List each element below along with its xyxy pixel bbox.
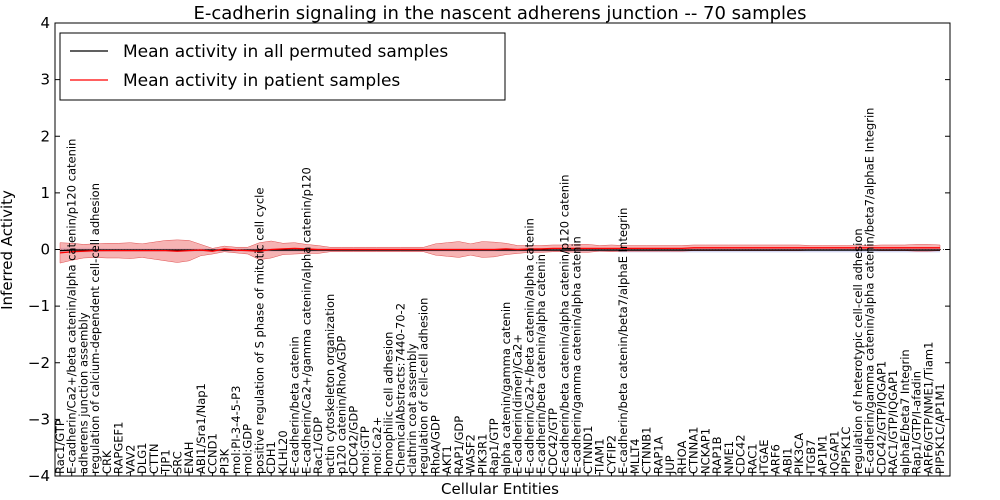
y-axis: −4 −3 −2 −1 0 1 2 3 4 xyxy=(28,14,950,485)
x-category-label: MLLT4 xyxy=(628,439,642,475)
x-category-label: E-cadherin/Ca2+/beta catenin/alpha caten… xyxy=(65,139,79,474)
x-category-label: p120 catenin/RhoA/GDP xyxy=(335,336,349,474)
x-category-label: ITGAE xyxy=(757,440,771,474)
y-axis-label: Inferred Activity xyxy=(0,190,16,310)
x-category-label: CYFIP2 xyxy=(604,435,618,474)
y-tick-label: −3 xyxy=(28,410,50,428)
x-category-label: CDC42/GDP xyxy=(346,406,360,474)
x-category-label: RHOA xyxy=(675,441,689,474)
x-category-label: mol:PI-3-4-5-P3 xyxy=(229,386,243,474)
x-category-label: DLG1 xyxy=(135,443,149,475)
x-category-label: ITGB7 xyxy=(804,439,818,474)
x-category-label: E-cadherin/beta catenin xyxy=(288,336,302,474)
x-category-label: ARF6/GTP/NME1/Tiam1 xyxy=(921,342,935,474)
x-category-label: E-cadherin/beta catenin/beta7/alphaE Int… xyxy=(616,208,630,474)
x-category-label: TJP1 xyxy=(159,449,173,475)
x-category-label: AKT1 xyxy=(440,445,454,474)
y-tick-label: 0 xyxy=(40,241,50,259)
x-category-label: homophilic cell adhesion xyxy=(382,332,396,474)
x-category-label: ABI1 xyxy=(780,448,794,474)
y-tick-label: 2 xyxy=(40,127,50,145)
x-category-label: RAP1A xyxy=(651,436,665,474)
y-tick-label: −4 xyxy=(28,467,50,485)
x-category-label: clathrin coat assembly xyxy=(405,343,419,474)
x-category-label: E-cadherin/beta catenin/alpha catenin/p1… xyxy=(558,175,572,475)
plot-area xyxy=(55,239,950,264)
x-category-label: ARF6 xyxy=(769,444,783,474)
x-category-label: CCND1 xyxy=(206,433,220,474)
x-category-label: regulation of heterotypic cell-cell adhe… xyxy=(851,228,865,474)
x-category-label: mol:GDP xyxy=(241,424,255,474)
x-category-label: ABI1/Sra1/Nap1 xyxy=(194,383,208,474)
x-category-label: SRC xyxy=(170,451,184,474)
x-category-label: RAPGEF1 xyxy=(112,422,126,474)
series-line-patient xyxy=(59,247,940,254)
x-category-label: E-cadherin/gamma catenin/alpha catenin/b… xyxy=(863,108,877,474)
x-category-label: E-cadherin/beta catenin/alpha catenin xyxy=(534,254,548,474)
x-category-label: PIK3R1 xyxy=(475,434,489,475)
x-category-label: WASF2 xyxy=(464,434,478,474)
x-category-label: PIP5K1C xyxy=(839,427,853,474)
x-category-label: E-cadherin/Ca2+/beta catenin/alpha caten… xyxy=(522,218,536,474)
x-axis-label: Cellular Entities xyxy=(441,480,559,498)
x-category-label: NCKAP1 xyxy=(698,428,712,474)
x-category-label: CRK xyxy=(100,450,114,474)
y-tick-label: 4 xyxy=(40,14,50,32)
x-category-label: CDC42/GTP xyxy=(546,408,560,474)
x-category-label: adherens junction assembly xyxy=(76,312,90,474)
x-category-label: CDC42 xyxy=(734,434,748,474)
x-category-label: RAP1/GDP xyxy=(452,416,466,474)
x-category-label: E-cadherin/Ca2+/gamma catenin/alpha cate… xyxy=(299,167,313,474)
x-category-label: CTNNA1 xyxy=(687,427,701,474)
legend: Mean activity in all permuted samples Me… xyxy=(59,32,506,101)
x-category-label: AP1M1 xyxy=(816,435,830,474)
x-category-label: positive regulation of S phase of mitoti… xyxy=(252,188,266,474)
x-category-label: alpha catenin/gamma catenin xyxy=(499,302,513,474)
x-category-label: NME1 xyxy=(722,441,736,474)
x-category-label: mol:GTP xyxy=(358,426,372,474)
x-category-label: IQGAP1 xyxy=(827,431,841,474)
x-category-label: E-cadherin(dimer)/Ca2+ xyxy=(511,334,525,474)
x-category-label: RAC1/GTP/IQGAP1 xyxy=(886,370,900,474)
y-tick-label: 3 xyxy=(40,71,50,89)
legend-box xyxy=(59,32,506,101)
x-category-label: Rap1/GTP xyxy=(487,418,501,474)
chart-title: E-cadherin signaling in the nascent adhe… xyxy=(193,3,806,24)
x-category-label: alphaE/beta7 Integrin xyxy=(898,349,912,474)
x-category-label: CDH1 xyxy=(264,441,278,474)
x-category-label: TIAM1 xyxy=(593,438,607,475)
x-category-label: VAV2 xyxy=(123,445,137,474)
x-category-label: CTNND1 xyxy=(581,426,595,474)
y-tick-label: 1 xyxy=(40,184,50,202)
x-category-label: Rap1/GTP/I-afadin xyxy=(910,371,924,474)
x-category-label: Rac1/GTP xyxy=(53,419,67,474)
x-category-label: PI3K xyxy=(217,448,231,474)
x-category-label: mol:Ca2+ xyxy=(370,417,384,474)
x-category-label: ENAH xyxy=(182,442,196,474)
x-category-label: Rac1/GDP xyxy=(311,417,325,474)
x-category-label: RAP1B xyxy=(710,436,724,474)
legend-label-permuted: Mean activity in all permuted samples xyxy=(123,42,448,62)
x-category-label: CDC42/GTP/IQGAP1 xyxy=(874,361,888,474)
x-category-label: ChemicalAbstracts:7440-70-2 xyxy=(393,303,407,474)
x-category-label: JUP xyxy=(663,455,677,475)
y-tick-label: −1 xyxy=(28,297,50,315)
y-tick-label: −2 xyxy=(28,354,50,372)
x-category-label: CTTN xyxy=(147,444,161,474)
x-category-label: RAC1 xyxy=(745,443,759,474)
x-category-label: KLHL20 xyxy=(276,430,290,474)
x-category-label: regulation of calcium-dependent cell-cel… xyxy=(88,183,102,474)
x-category-label: regulation of cell-cell adhesion xyxy=(417,298,431,474)
x-category-label: E-cadherin/gamma catenin/alpha catenin xyxy=(569,236,583,474)
x-category-label: PIK3CA xyxy=(792,433,806,474)
legend-label-patient: Mean activity in patient samples xyxy=(123,71,400,91)
x-category-label: actin cytoskeleton organization xyxy=(323,294,337,474)
x-category-label: CTNNB1 xyxy=(640,427,654,474)
x-category-label: PIP5K1C/AP1M1 xyxy=(933,383,947,474)
x-category-label: RhoA/GDP xyxy=(428,415,442,474)
